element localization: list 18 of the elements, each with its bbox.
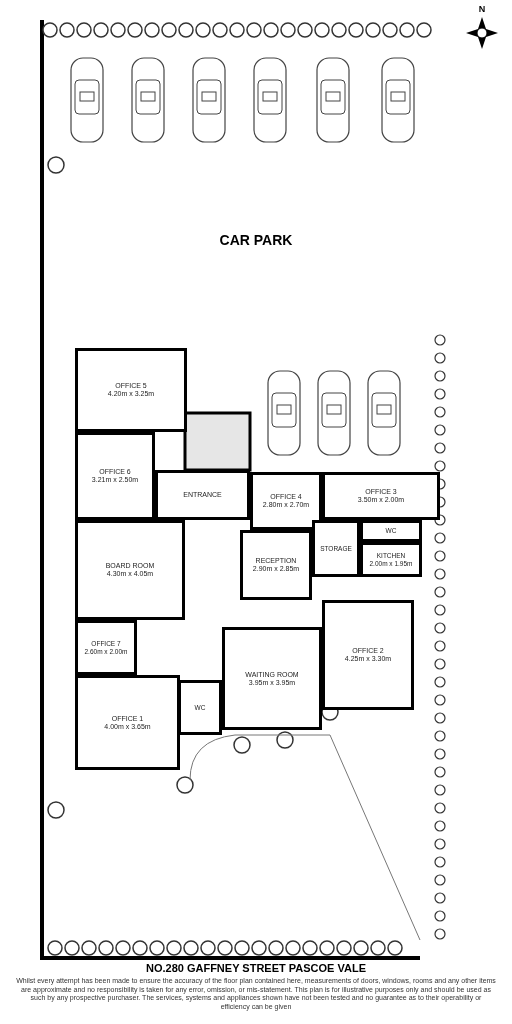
- room: [360, 520, 422, 542]
- room: [322, 600, 414, 710]
- area-label: CAR PARK: [218, 232, 294, 248]
- plan-title: NO.280 GAFFNEY STREET PASCOE VALE: [144, 962, 367, 974]
- north-label: N: [477, 4, 487, 14]
- room: [178, 680, 222, 735]
- room: [322, 472, 440, 520]
- room: [75, 675, 180, 770]
- room: [312, 520, 360, 577]
- room: [75, 348, 187, 432]
- room: [75, 432, 155, 520]
- room: [360, 542, 422, 577]
- room: [75, 520, 185, 620]
- room: [222, 627, 322, 730]
- room: [250, 472, 322, 530]
- room: [155, 470, 250, 520]
- room: [240, 530, 312, 600]
- room: [75, 620, 137, 675]
